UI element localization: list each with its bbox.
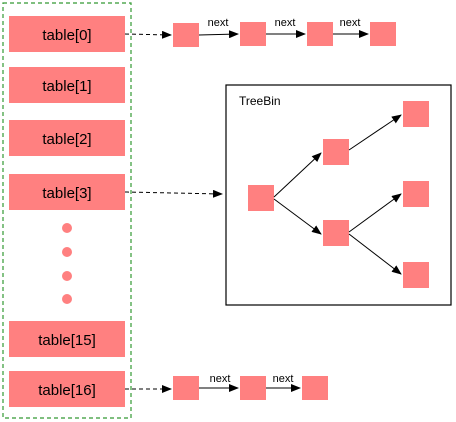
- table-slot-label: table[3]: [42, 185, 91, 202]
- table-slot-3: table[3]: [9, 174, 125, 210]
- tree-edge-arrow: [348, 114, 402, 151]
- table-slot-box: [9, 371, 125, 407]
- tree-node-upper: [323, 139, 349, 165]
- next-label: next: [208, 17, 229, 29]
- tree-node-root: [248, 185, 274, 211]
- tree-edge-arrow: [273, 198, 322, 235]
- table-slot-box: [9, 321, 125, 357]
- tree-node-leaf: [403, 262, 429, 288]
- table-slot-2: table[2]: [9, 120, 125, 156]
- tree-edge-arrow: [273, 152, 322, 198]
- tree-node-lower: [323, 220, 349, 246]
- next-label: next: [275, 17, 296, 29]
- next-arrow: [198, 30, 239, 39]
- treebin-border: [225, 84, 452, 306]
- table-group-border: [2, 2, 132, 419]
- ellipsis-dots: [62, 223, 72, 304]
- dashed-pointer-arrow: [124, 30, 172, 39]
- chain-node: [173, 376, 199, 400]
- tree-node-leaf: [403, 101, 429, 127]
- chain-node: [307, 22, 333, 46]
- ellipsis-dot: [62, 294, 72, 304]
- ellipsis-dot: [62, 223, 72, 233]
- treebin: TreeBin: [225, 84, 452, 306]
- ellipsis-dot: [62, 247, 72, 257]
- tree-node-leaf: [403, 181, 429, 207]
- table-slot-1: table[1]: [9, 67, 125, 103]
- table-slot-label: table[16]: [38, 382, 96, 399]
- dashed-pointer-arrow: [124, 189, 223, 198]
- treebin-label: TreeBin: [239, 94, 281, 108]
- table-slot-16: table[16]: [9, 371, 125, 407]
- chain-node: [302, 376, 328, 400]
- chain-slot-16: next next: [125, 373, 328, 400]
- chain-node: [240, 376, 266, 400]
- ellipsis-dot: [62, 271, 72, 281]
- table-slot-label: table[2]: [42, 131, 91, 148]
- next-label: next: [210, 373, 231, 385]
- chain-node: [240, 22, 266, 46]
- tree-edge-arrow: [348, 233, 402, 275]
- chain-node: [370, 22, 396, 46]
- next-label: next: [273, 373, 294, 385]
- table-slot-15: table[15]: [9, 321, 125, 357]
- table-slot-box: [9, 16, 125, 52]
- table-slot-box: [9, 67, 125, 103]
- chain-slot-0: next next next: [124, 17, 396, 47]
- table-slot-label: table[0]: [42, 27, 91, 44]
- table-slot-box: [9, 120, 125, 156]
- tree-edge-arrow: [348, 193, 402, 233]
- table-slot-label: table[15]: [38, 332, 96, 349]
- table-slot-0: table[0]: [9, 16, 125, 52]
- chain-node: [173, 23, 199, 47]
- table-slot-box: [9, 174, 125, 210]
- table-slot-label: table[1]: [42, 78, 91, 95]
- next-label: next: [340, 17, 361, 29]
